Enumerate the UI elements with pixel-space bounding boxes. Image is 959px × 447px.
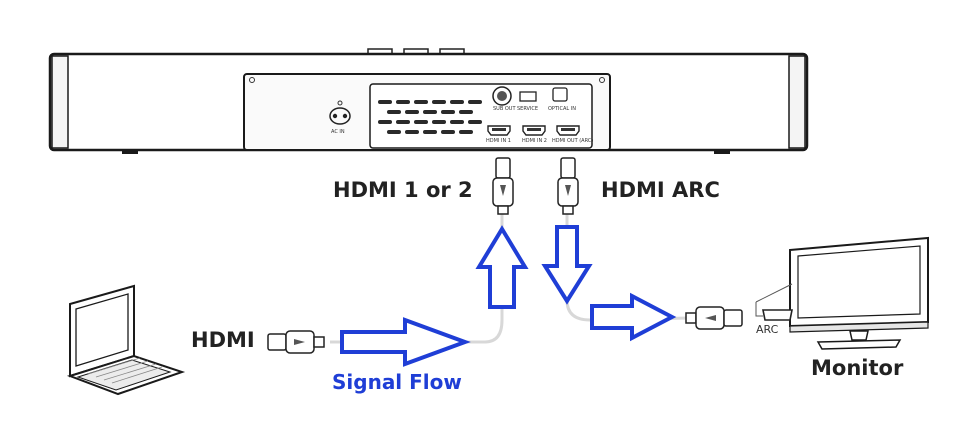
hdmi-arc-label: HDMI ARC	[601, 178, 720, 202]
service-port	[519, 91, 537, 102]
monitor-arc-port	[755, 283, 793, 321]
optical-in-label: OPTICAL IN	[548, 106, 576, 112]
hdmi-plug-arc	[557, 157, 579, 215]
sub-out-port	[492, 86, 512, 106]
laptop-hdmi-label: HDMI	[191, 328, 255, 352]
hdmi-plug-laptop	[267, 330, 325, 354]
laptop-icon	[66, 284, 186, 396]
ac-in-label: AC IN	[331, 129, 345, 135]
hdmi-plug-monitor	[685, 306, 743, 330]
sub-out-label: SUB OUT	[493, 106, 516, 112]
arrow-down-from-soundbar	[541, 225, 593, 305]
optical-in-port	[552, 87, 568, 102]
service-label: SERVICE	[517, 106, 539, 112]
hdmi-plug-input	[492, 157, 514, 215]
arrow-right-laptop	[340, 317, 471, 367]
hdmi-in-2-label: HDMI IN 2	[522, 138, 547, 144]
signal-flow-label: Signal Flow	[332, 370, 462, 394]
signal-flow-arrows	[340, 225, 677, 367]
monitor-arc-port-label: ARC	[756, 323, 779, 336]
arrow-up-to-soundbar	[475, 225, 529, 309]
ac-in-port	[329, 100, 351, 125]
cable-laptop-to-soundbar	[330, 213, 504, 344]
hdmi-in-1-port	[487, 125, 511, 136]
soundbar	[48, 48, 809, 154]
hdmi-1-or-2-label: HDMI 1 or 2	[333, 178, 473, 202]
hdmi-in-1-label: HDMI IN 1	[486, 138, 511, 144]
vent-grille	[378, 100, 482, 134]
hdmi-out-arc-port	[556, 125, 580, 136]
hdmi-in-2-port	[522, 125, 546, 136]
arrow-right-to-monitor	[590, 292, 677, 342]
monitor-label: Monitor	[811, 356, 904, 380]
hdmi-out-arc-label: HDMI OUT (ARC)	[552, 138, 594, 144]
monitor-icon	[789, 236, 929, 350]
